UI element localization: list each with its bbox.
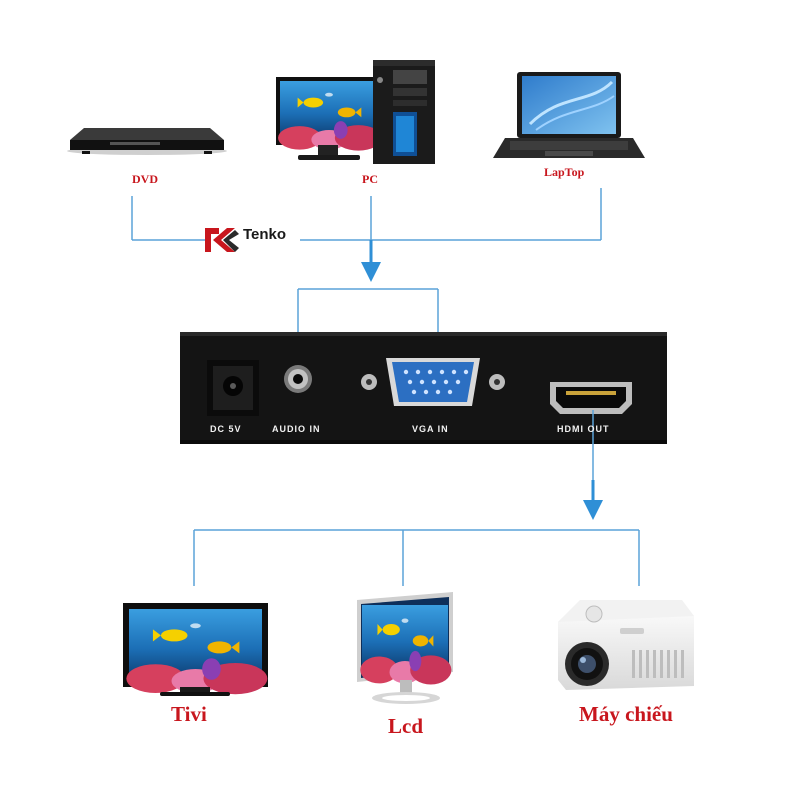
source-label-laptop: LapTop (544, 165, 585, 179)
port-label-audio: AUDIO IN (272, 424, 321, 434)
output-label-lcd: Lcd (388, 714, 424, 738)
input-wiring (131, 188, 602, 241)
port-label-vga: VGA IN (412, 424, 449, 434)
audio-jack-icon (284, 365, 312, 393)
desktop-pc-icon (276, 60, 435, 164)
tv-icon (123, 603, 268, 696)
projector-icon (558, 600, 694, 690)
vga-to-hdmi-converter (180, 332, 667, 444)
lcd-monitor-icon (357, 592, 453, 704)
dc-power-jack-icon (207, 360, 259, 416)
vga-port-icon (361, 358, 505, 406)
source-label-pc: PC (362, 172, 378, 186)
output-wiring (193, 410, 640, 586)
source-label-dvd: DVD (132, 172, 158, 186)
port-label-hdmi: HDMI OUT (557, 424, 610, 434)
output-label-projector: Máy chiếu (579, 702, 673, 726)
dvd-player-icon (67, 128, 227, 155)
brand-name: Tenko (243, 226, 287, 243)
laptop-icon (493, 72, 645, 158)
output-label-tivi: Tivi (171, 702, 207, 726)
hdmi-port-icon (550, 382, 632, 414)
input-arrow-icon (361, 240, 381, 282)
tk-logo-icon (205, 228, 239, 252)
output-arrow-icon (583, 480, 603, 520)
port-label-dc: DC 5V (210, 424, 242, 434)
brand: Tenko (243, 226, 286, 243)
